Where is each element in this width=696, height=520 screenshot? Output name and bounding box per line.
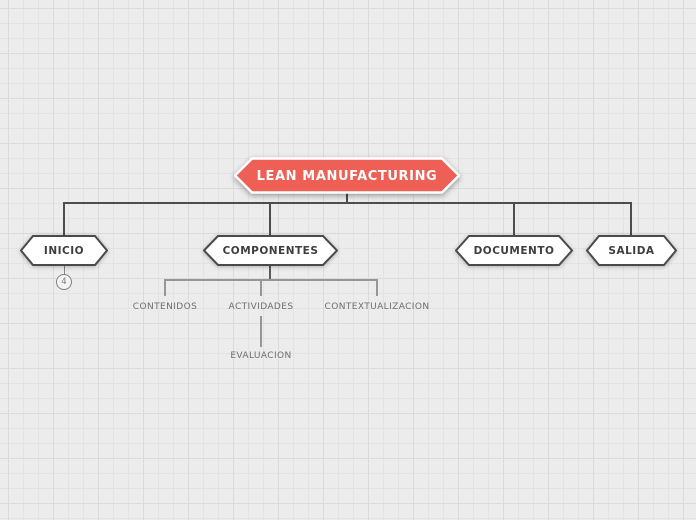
node-lean-manufacturing[interactable]: LEAN MANUFACTURING <box>234 157 460 194</box>
collapsed-children-badge[interactable]: 4 <box>56 274 72 290</box>
node-label: LEAN MANUFACTURING <box>256 168 438 184</box>
connector-componentes-stub <box>269 266 271 280</box>
connector-drop-actividades <box>260 279 262 296</box>
node-inicio[interactable]: INICIO <box>20 235 108 266</box>
node-contextualizacion[interactable]: CONTEXTUALIZACION <box>324 302 430 312</box>
node-label: SALIDA <box>608 245 655 257</box>
collapsed-count: 4 <box>61 277 67 287</box>
hexagon-shape <box>203 235 338 266</box>
node-label: COMPONENTES <box>222 245 319 257</box>
node-documento[interactable]: DOCUMENTO <box>455 235 573 266</box>
connector-drop-inicio <box>63 202 65 235</box>
hexagon-shape <box>455 235 573 266</box>
connector-drop-salida <box>630 202 632 235</box>
connector-rail-level3 <box>164 279 378 281</box>
hexagon-shape <box>20 235 108 266</box>
node-actividades[interactable]: ACTIVIDADES <box>228 302 294 312</box>
connector-root-stub <box>346 193 348 203</box>
hexagon-shape <box>586 235 677 266</box>
node-contenidos[interactable]: CONTENIDOS <box>132 302 198 312</box>
connector-drop-contextualizacion <box>376 279 378 296</box>
node-salida[interactable]: SALIDA <box>586 235 677 266</box>
node-evaluacion[interactable]: EVALUACION <box>230 351 292 361</box>
connector-actividades-evaluacion <box>260 316 262 347</box>
hexagon-shape <box>234 157 460 194</box>
node-componentes[interactable]: COMPONENTES <box>203 235 338 266</box>
node-label: INICIO <box>43 245 85 257</box>
connector-drop-componentes <box>269 202 271 235</box>
connector-drop-contenidos <box>164 279 166 296</box>
node-label: DOCUMENTO <box>473 245 555 257</box>
connector-rail-level2 <box>63 202 632 204</box>
connector-inicio-badge <box>63 266 65 275</box>
connector-drop-documento <box>513 202 515 235</box>
